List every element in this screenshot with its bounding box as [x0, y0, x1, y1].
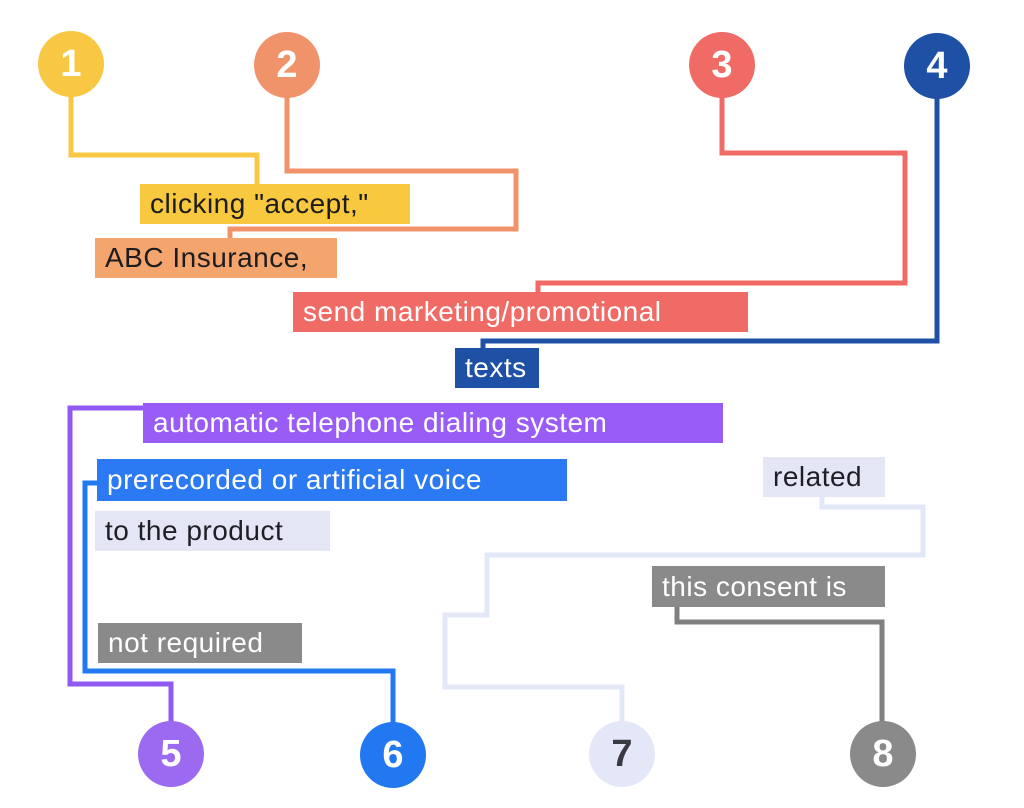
highlight-not-required: not required	[98, 623, 302, 663]
highlight-this-consent-is: this consent is	[652, 566, 885, 607]
connector-4	[480, 97, 940, 352]
marker-4: 4	[904, 33, 970, 99]
highlight-to-the-product: to the product	[95, 511, 330, 551]
highlight-texts: texts	[455, 348, 539, 388]
marker-7: 7	[589, 721, 655, 787]
highlight-abc-insurance: ABC Insurance,	[95, 238, 337, 278]
marker-2: 2	[254, 32, 320, 98]
marker-1: 1	[38, 31, 104, 97]
marker-3: 3	[689, 32, 755, 98]
connector-5	[67, 405, 174, 725]
marker-5: 5	[138, 721, 204, 787]
marker-8: 8	[850, 721, 916, 787]
highlight-send-marketing-promotional: send marketing/promotional	[293, 292, 748, 332]
connector-2	[227, 96, 519, 242]
connector-6	[82, 480, 396, 726]
connector-3	[535, 96, 908, 296]
connector-1	[68, 95, 260, 188]
highlight-prerecorded-or-artificial-voice: prerecorded or artificial voice	[97, 459, 567, 501]
highlight-clicking-accept: clicking "accept,"	[140, 184, 410, 224]
highlight-automatic-telephone-dialing-system: automatic telephone dialing system	[143, 403, 723, 443]
connector-7	[442, 494, 926, 725]
connector-8	[674, 604, 885, 725]
highlight-related: related	[763, 457, 885, 497]
marker-6: 6	[360, 722, 426, 788]
